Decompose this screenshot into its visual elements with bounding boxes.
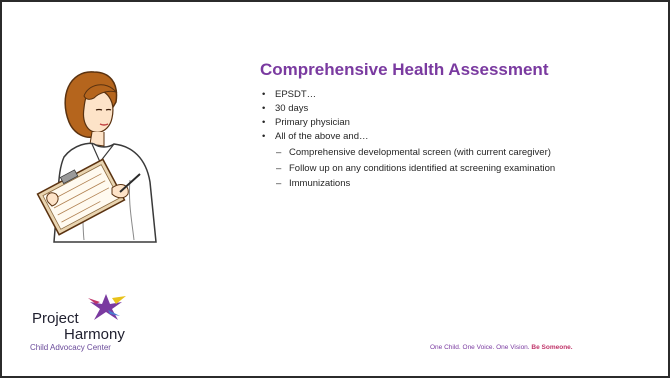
subbullet-item: – Immunizations: [260, 178, 589, 191]
bullet-marker: •: [262, 131, 266, 142]
tagline-text: One Child. One Voice. One Vision.: [430, 344, 530, 351]
logo-text-project: Project: [32, 310, 79, 327]
logo-subtitle: Child Advocacy Center: [30, 343, 111, 352]
nurse-with-clipboard-icon: [24, 62, 184, 252]
bullet-marker: •: [262, 89, 266, 100]
logo-text-harmony: Harmony: [64, 326, 125, 343]
subbullet-list: – Comprehensive developmental screen (wi…: [260, 147, 610, 191]
bullet-item: • EPSDT…: [260, 88, 610, 102]
slide-title: Comprehensive Health Assessment: [260, 60, 549, 79]
subbullet-text: Follow up on any conditions identified a…: [289, 162, 556, 174]
bullet-text: 30 days: [275, 103, 309, 114]
bullet-list: • EPSDT… • 30 days • Primary physician •…: [260, 88, 610, 191]
subbullet-text: Immunizations: [289, 178, 351, 189]
bullet-text: EPSDT…: [275, 89, 317, 100]
bullet-item: • All of the above and…: [260, 130, 610, 144]
subbullet-group: – Comprehensive developmental screen (wi…: [260, 147, 610, 191]
footer-tagline: One Child. One Voice. One Vision. Be Som…: [430, 344, 573, 351]
bullet-marker: •: [262, 103, 266, 114]
tagline-emphasis: Be Someone.: [531, 344, 573, 351]
star-icon: [88, 294, 126, 320]
bullet-text: Primary physician: [275, 117, 350, 128]
bullet-item: • Primary physician: [260, 116, 610, 130]
bullet-text: All of the above and…: [275, 131, 369, 142]
subbullet-item: – Follow up on any conditions identified…: [260, 163, 589, 176]
project-harmony-logo: Project Harmony Child Advocacy Center: [24, 292, 194, 354]
subbullet-marker: –: [276, 147, 282, 158]
subbullet-marker: –: [276, 178, 282, 189]
bullet-marker: •: [262, 117, 266, 128]
bullet-item: • 30 days: [260, 102, 610, 116]
subbullet-marker: –: [276, 162, 282, 174]
subbullet-text: Comprehensive developmental screen (with…: [289, 147, 551, 158]
subbullet-item: – Comprehensive developmental screen (wi…: [260, 147, 589, 160]
